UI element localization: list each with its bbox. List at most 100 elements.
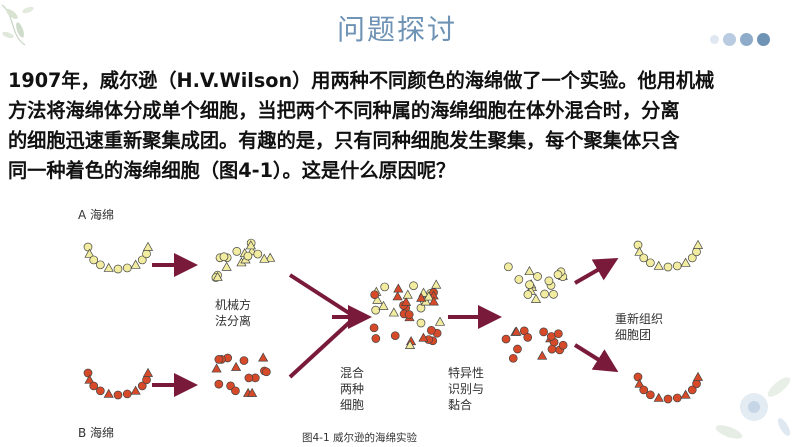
sorting-cells-yellow	[504, 262, 568, 303]
round-cell	[692, 247, 701, 257]
triangle-cell	[259, 253, 270, 263]
round-cell	[390, 331, 400, 341]
round-cell	[558, 340, 568, 350]
triangle-cell	[211, 363, 222, 373]
step-label-recognize: 特异性	[448, 365, 484, 380]
sponge-a-cup	[83, 241, 154, 274]
triangle-cell	[423, 291, 434, 301]
round-cell	[113, 390, 123, 400]
paragraph-line: 的细胞迅速重新聚集成团。有趣的是，只有同种细胞发生聚集，每个聚集体只含	[8, 129, 680, 152]
triangle-cell	[653, 392, 664, 402]
arrow-a-merge	[288, 273, 354, 317]
sponge-b-cup	[83, 367, 154, 400]
round-cell	[672, 393, 682, 403]
triangle-cell	[431, 279, 442, 289]
triangle-cell	[221, 261, 232, 271]
round-cell	[544, 276, 554, 286]
round-cell	[508, 353, 518, 363]
triangle-cell	[230, 361, 242, 371]
triangle-cell	[103, 262, 114, 272]
round-cell	[262, 367, 271, 377]
round-cell	[89, 255, 99, 265]
arrow-b-merge	[288, 318, 354, 379]
triangle-cell	[400, 296, 412, 306]
triangle-cell	[511, 326, 522, 336]
arrow-to-cup-a	[574, 258, 619, 285]
label-sponge-a: A 海绵	[78, 207, 114, 222]
round-cell	[122, 389, 132, 399]
triangle-cell	[692, 239, 704, 249]
round-cell	[523, 290, 533, 299]
triangle-cell	[103, 388, 114, 398]
triangle-cell	[524, 265, 535, 276]
separated-cells-a	[211, 238, 276, 282]
triangle-cell	[142, 241, 154, 251]
round-cell	[639, 253, 649, 263]
arrow-to-cup-b	[573, 343, 619, 373]
step-label-reorganize: 细胞团	[615, 328, 651, 342]
round-cell	[243, 251, 253, 261]
round-cell	[646, 258, 655, 268]
round-cell	[416, 303, 426, 313]
triangle-cell	[537, 350, 548, 360]
round-cell	[231, 386, 240, 396]
round-cell	[523, 333, 533, 342]
floral-corner-decoration	[1, 4, 34, 46]
triangle-cell	[372, 294, 383, 304]
round-cell	[547, 344, 557, 354]
round-cell	[122, 263, 132, 273]
round-cell	[214, 355, 224, 364]
step-label-mix: 细胞	[340, 398, 364, 412]
step-label-mix: 混合	[340, 365, 364, 380]
round-cell	[549, 290, 558, 299]
round-cell	[380, 282, 390, 292]
triangle-cell	[392, 291, 403, 301]
triangle-cell	[634, 378, 645, 388]
round-cell	[504, 262, 513, 272]
round-cell	[539, 327, 548, 337]
separated-cells-b	[211, 352, 271, 397]
step-label-recognize: 黏合	[448, 397, 472, 412]
sponge-experiment-diagram: A 海绵 B 海绵 机械方 法分离 混合 两种 细胞 特异性 识别与 黏合 重新…	[78, 207, 704, 444]
round-cell	[371, 305, 381, 315]
round-cell	[113, 264, 123, 274]
triangle-cell	[130, 385, 141, 395]
triangle-cell	[245, 240, 256, 250]
triangle-cell	[680, 257, 691, 267]
round-cell	[83, 368, 93, 378]
triangle-cell	[404, 339, 416, 349]
round-cell	[142, 375, 151, 385]
triangle-cell	[428, 296, 439, 306]
round-cell	[554, 329, 563, 339]
round-cell	[525, 280, 534, 290]
round-cell	[244, 373, 254, 383]
reorganized-cup-a	[633, 239, 704, 272]
sorting-cells-red	[501, 326, 568, 363]
round-cell	[533, 272, 542, 281]
round-cell	[83, 242, 93, 252]
round-cell	[639, 385, 649, 395]
round-cell	[687, 253, 697, 263]
round-cell	[232, 247, 242, 256]
triangle-cell	[530, 293, 542, 303]
triangle-cell	[84, 248, 95, 258]
floral-bottom-right-decoration	[715, 377, 791, 439]
triangle-cell	[402, 289, 413, 299]
round-cell	[137, 381, 147, 391]
paragraph-line: 1907年，威尔逊（H.V.Wilson）用两种不同颜色的海绵做了一个实验。他用…	[8, 69, 715, 92]
step-label-mix: 两种	[340, 382, 364, 396]
triangle-cell	[653, 260, 664, 270]
step-label-separate: 法分离	[215, 313, 251, 328]
progress-dots	[710, 33, 770, 46]
round-cell	[663, 262, 673, 272]
triangle-cell	[265, 252, 276, 262]
triangle-cell	[434, 316, 446, 326]
label-sponge-b: B 海绵	[78, 425, 114, 440]
round-cell	[663, 394, 673, 404]
paragraph-line: 方法将海绵体分成单个细胞，当把两个不同种属的海绵细胞在体外混合时，分离	[8, 99, 680, 122]
round-cell	[513, 344, 522, 354]
round-cell	[427, 326, 436, 335]
round-cell	[89, 381, 99, 391]
round-cell	[633, 372, 643, 382]
round-cell	[501, 334, 511, 344]
